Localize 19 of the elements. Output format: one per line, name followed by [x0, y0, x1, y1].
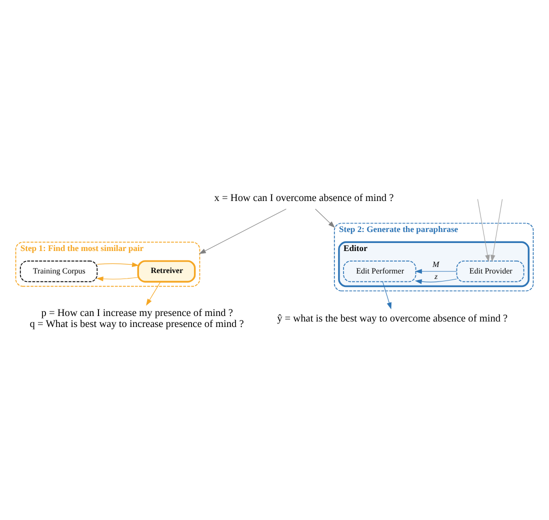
arrow: [315, 208, 336, 228]
edge-label: M: [432, 259, 440, 268]
arrow: [490, 198, 503, 262]
arrow: [414, 278, 457, 284]
node-text: ŷ = what is the best way to overcome absence of mind ?: [277, 312, 508, 324]
node-text: p = How can I increase my presence of mind ? q = What is best way to increase presence of mind ?: [30, 307, 244, 330]
arrow: [146, 281, 161, 306]
node-box: Training Corpus: [20, 260, 98, 282]
node-box: Edit Provider: [456, 260, 524, 282]
arrow: [96, 262, 139, 267]
arrow: [198, 208, 286, 254]
arrow: [415, 268, 457, 274]
edge-label: z: [434, 271, 438, 280]
node-box: Retreiver: [137, 260, 196, 282]
node-text: x = How can I overcome absence of mind ?: [214, 192, 394, 204]
arrow: [382, 281, 392, 309]
arrow: [477, 198, 490, 262]
node-box: Edit Performer: [343, 260, 416, 282]
arrow: [96, 276, 138, 281]
